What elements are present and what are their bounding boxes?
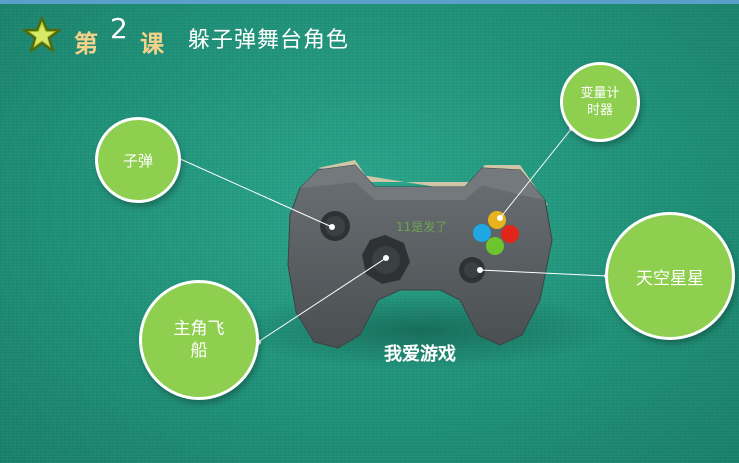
callout-sky[interactable]: 天空星星 xyxy=(605,212,735,340)
button-red xyxy=(501,225,519,243)
top-accent-line xyxy=(0,0,739,4)
button-green xyxy=(486,237,504,255)
callout-sky-label: 天空星星 xyxy=(636,268,704,289)
button-blue xyxy=(473,224,491,242)
callout-bullet[interactable]: 子弹 xyxy=(95,117,181,203)
lesson-header: 第 2 课 躲子弹舞台角色 xyxy=(22,12,522,58)
page-title: 躲子弹舞台角色 xyxy=(188,28,350,53)
lesson-number: 2 xyxy=(110,12,128,45)
callout-plane[interactable]: 主角飞船 xyxy=(139,280,259,400)
controller-top-face xyxy=(300,165,545,200)
controller-caption: 我爱游戏 xyxy=(384,344,456,365)
controller-pad-text: 11是发了 xyxy=(396,220,448,234)
lesson-suffix: 课 xyxy=(140,30,164,58)
line-sky xyxy=(479,269,608,277)
star-icon xyxy=(22,16,62,53)
callout-timer[interactable]: 变量计时器 xyxy=(560,62,640,142)
callout-plane-label: 主角飞船 xyxy=(173,319,225,361)
line-bullet xyxy=(177,157,333,228)
callout-bullet-label: 子弹 xyxy=(122,151,153,170)
line-plane xyxy=(257,257,387,343)
callout-timer-label: 变量计时器 xyxy=(580,86,620,118)
line-timer xyxy=(499,127,573,219)
lesson-prefix: 第 xyxy=(74,30,98,58)
